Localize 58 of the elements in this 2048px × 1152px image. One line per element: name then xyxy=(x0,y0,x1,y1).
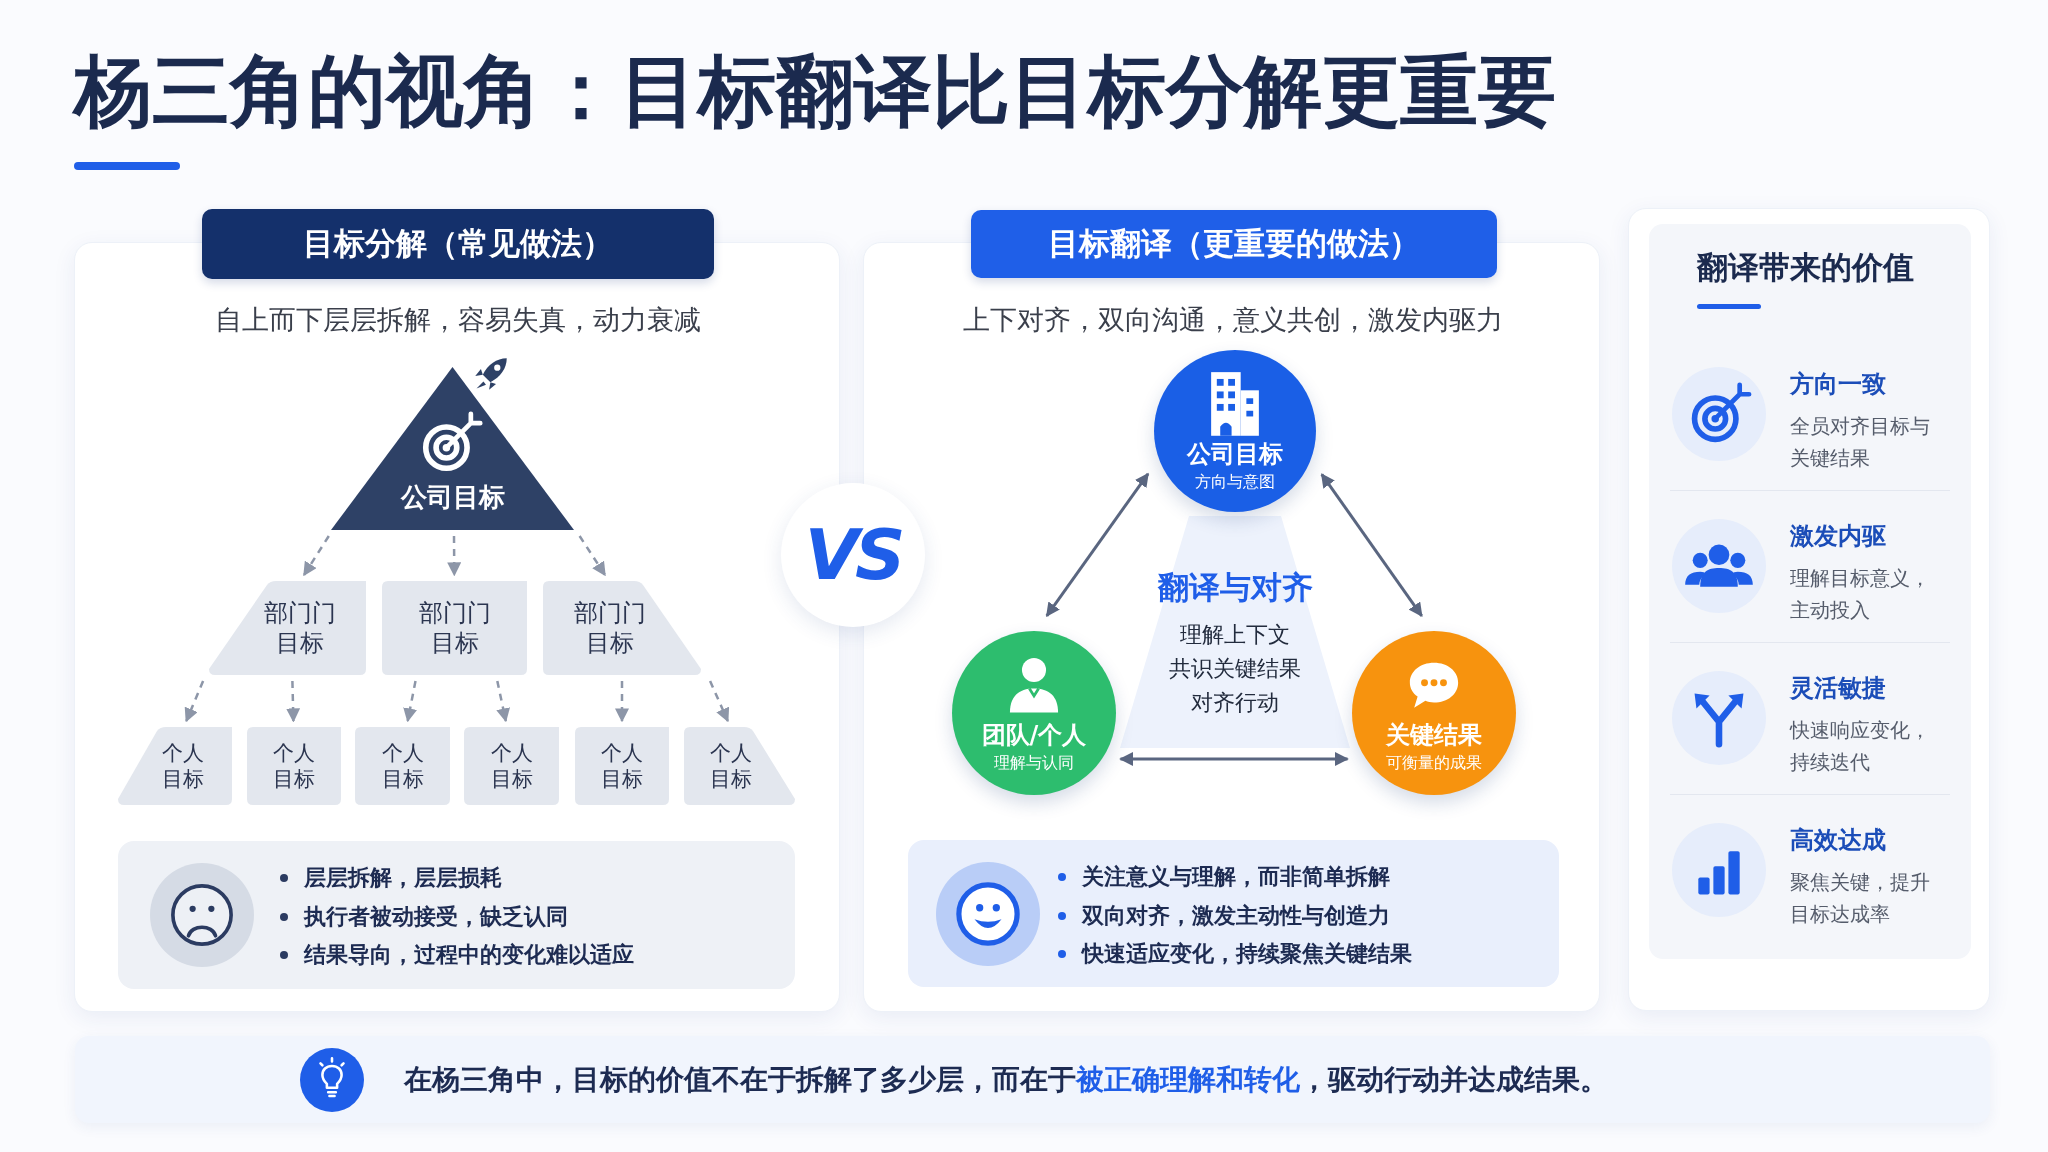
dashed-arrow xyxy=(302,535,330,577)
item-description: 快速响应变化，持续迭代 xyxy=(1790,717,1931,776)
trapezoid-node: 个人目标 xyxy=(118,727,232,805)
panel-subtitle: 上下对齐，双向沟通，意义共创，激发内驱力 xyxy=(962,303,1503,337)
dashed-arrow xyxy=(578,535,607,577)
dashed-arrow xyxy=(403,680,417,723)
panel-subtitle: 自上而下层层拆解，容易失真，动力衰减 xyxy=(215,303,701,337)
triangle-area xyxy=(1120,516,1350,748)
list-item: 快速适应变化，持续聚焦关键结果 xyxy=(1082,940,1412,968)
trapezoid-node: 个人目标 xyxy=(464,727,559,805)
list-item: 执行者被动接受，缺乏认同 xyxy=(304,902,568,931)
summary-text: 在杨三角中，目标的价值不在于拆解了多少层，而在于被正确理解和转化，驱动行动并达成结果。 xyxy=(404,1061,1608,1098)
page-title: 杨三角的视角：目标翻译比目标分解更重要 xyxy=(74,45,1556,138)
trapezoid-node: 个人目标 xyxy=(684,727,795,805)
item-description: 全员对齐目标与关键结果 xyxy=(1790,413,1931,472)
circle-subtitle: 可衡量的成果 xyxy=(1386,752,1482,774)
list-item: 层层拆解，层层损耗 xyxy=(304,864,502,892)
trapezoid-node: 个人目标 xyxy=(355,727,450,805)
item-title: 灵活敏捷 xyxy=(1790,673,1886,704)
node-label: 公司目标 xyxy=(400,480,505,514)
center-title: 翻译与对齐 xyxy=(1157,568,1313,607)
note-box xyxy=(118,841,795,989)
trapezoid-node: 部门门目标 xyxy=(543,581,701,675)
item-title: 高效达成 xyxy=(1790,825,1886,856)
double-headed-arrow xyxy=(1320,473,1423,617)
item-description: 聚焦关键，提升目标达成率 xyxy=(1790,869,1931,928)
header-banner: 目标翻译（更重要的做法） xyxy=(971,210,1497,278)
center-line: 理解上下文 xyxy=(1180,621,1290,649)
dashed-arrow xyxy=(615,681,629,723)
item-title: 激发内驱 xyxy=(1790,521,1886,552)
circle-title: 公司目标 xyxy=(1187,439,1283,470)
circle-title: 关键结果 xyxy=(1386,720,1482,751)
item-description: 理解目标意义，主动投入 xyxy=(1790,565,1931,624)
double-headed-arrow xyxy=(1119,752,1349,766)
circle-subtitle: 方向与意图 xyxy=(1195,471,1275,493)
trapezoid-node: 部门门目标 xyxy=(382,581,527,675)
list-item: 双向对齐，激发主动性与创造力 xyxy=(1082,901,1390,930)
dashed-arrow xyxy=(286,680,301,723)
trapezoid-node: 个人目标 xyxy=(247,727,341,805)
trapezoid-node: 个人目标 xyxy=(575,727,669,805)
circle-title: 团队/个人 xyxy=(981,720,1087,751)
dashed-arrow xyxy=(496,680,511,723)
trapezoid-node: 部门门目标 xyxy=(209,581,366,675)
list-item: 结果导向，过程中的变化难以适应 xyxy=(304,941,634,969)
dashed-arrow xyxy=(184,680,205,723)
note-box xyxy=(908,840,1559,987)
header-banner: 目标分解（常见做法） xyxy=(202,209,714,279)
center-line: 共识关键结果 xyxy=(1169,655,1301,683)
double-headed-arrow xyxy=(1045,472,1150,617)
value-panel xyxy=(1649,224,1971,959)
item-title: 方向一致 xyxy=(1790,369,1886,400)
triangle-node xyxy=(331,367,574,530)
panel-heading: 翻译带来的价值 xyxy=(1697,248,1914,287)
dashed-arrow xyxy=(447,536,462,577)
dashed-arrow xyxy=(708,680,730,723)
list-item: 关注意义与理解，而非简单拆解 xyxy=(1082,863,1390,891)
circle-subtitle: 理解与认同 xyxy=(994,752,1074,774)
center-line: 对齐行动 xyxy=(1191,689,1279,717)
